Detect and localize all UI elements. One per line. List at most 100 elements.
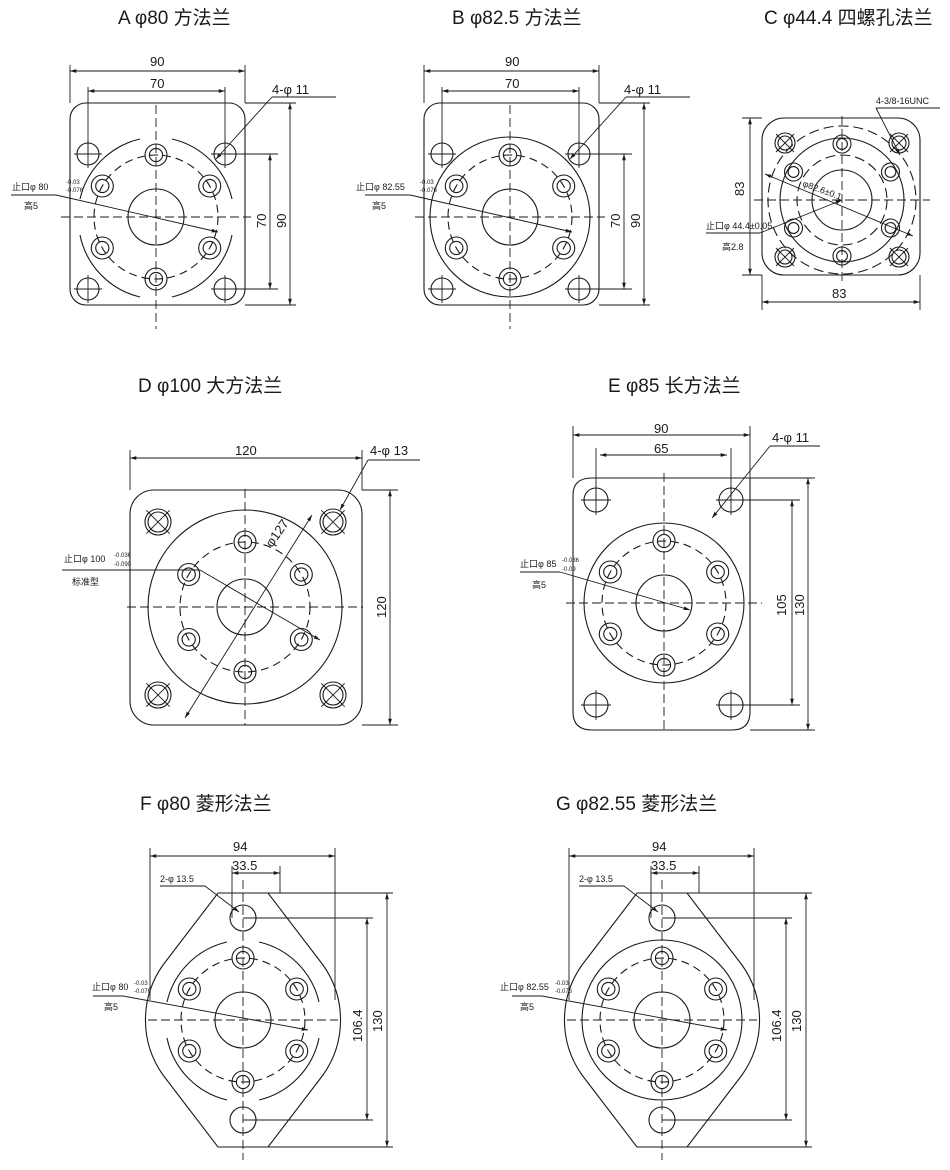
counterbore-inner <box>708 981 723 997</box>
hole-spec: 4-φ 11 <box>272 82 309 97</box>
dim-hole-distance: 106.4 <box>350 1009 365 1042</box>
dim-width-outer: 90 <box>150 54 164 69</box>
spigot-label: 止口φ 85 <box>520 558 556 569</box>
counterbore-hole <box>704 977 728 1001</box>
dim-width-outer: 94 <box>652 839 666 854</box>
counterbore-inner <box>182 981 197 997</box>
counterbore-inner <box>95 178 110 194</box>
dim-width-outer: 90 <box>654 421 668 436</box>
panel-title: G φ82.55 菱形法兰 <box>556 793 717 815</box>
counterbore-inner <box>603 564 618 580</box>
spigot-height: 高5 <box>104 1001 118 1012</box>
leader-line <box>541 995 728 1031</box>
dim-width-bolt: 70 <box>505 76 519 91</box>
counterbore-inner <box>294 632 309 647</box>
counterbore-inner <box>182 1043 197 1059</box>
flange-plate <box>69 102 246 306</box>
counterbore-hole <box>444 174 468 198</box>
counterbore-hole <box>285 977 309 1001</box>
leader-line <box>875 107 901 156</box>
counterbore-hole <box>177 977 201 1001</box>
counterbore-inner <box>710 564 725 580</box>
counterbore-inner <box>202 178 217 194</box>
counterbore-hole <box>706 560 730 584</box>
dim-height: 120 <box>374 596 389 618</box>
bolt-hole-inner <box>891 249 907 265</box>
spigot-height: 高5 <box>24 200 38 211</box>
counterbore-inner <box>289 1043 304 1059</box>
bolt-hole <box>144 508 172 536</box>
tolerance-lower: -0.076 <box>134 989 152 995</box>
counterbore-hole <box>704 1039 728 1063</box>
counterbore-inner <box>603 626 618 642</box>
hole-spec: 4-φ 11 <box>624 82 661 97</box>
spigot-height: 高5 <box>372 200 386 211</box>
dim-width-bolt: 70 <box>150 76 164 91</box>
hole-cross <box>889 247 909 267</box>
dim-width-outer: 94 <box>233 839 247 854</box>
panel-a: A φ80 方法兰 90 70 70 90 4-φ 11 止口φ 80 -0.0… <box>12 7 309 228</box>
spigot-type: 标准型 <box>72 576 99 587</box>
counterbore-hole <box>177 1039 201 1063</box>
hole-cross <box>320 509 346 535</box>
bolt-hole-inner <box>777 135 793 151</box>
bolt-hole <box>888 246 910 268</box>
dim-height-outer: 130 <box>789 1010 804 1032</box>
bolt-hole-inner <box>322 684 344 706</box>
counterbore-inner <box>787 222 800 234</box>
spigot-label: 止口φ 100 <box>64 553 105 564</box>
counterbore-inner <box>884 166 897 178</box>
panel-title: B φ82.5 方法兰 <box>452 7 582 29</box>
counterbore-hole <box>552 236 576 260</box>
tolerance-upper: -0.03 <box>66 180 80 186</box>
spigot-label: 止口φ 82.55 <box>356 181 405 192</box>
pcd-label: φ127 <box>262 516 292 549</box>
counterbore-hole <box>285 1039 309 1063</box>
dim-hole-offset: 33.5 <box>651 858 676 873</box>
tolerance-lower: -0.090 <box>114 562 132 568</box>
tolerance-upper: -0.036 <box>114 553 132 559</box>
bolt-hole <box>319 508 347 536</box>
counterbore-inner <box>202 240 217 256</box>
hole-spec: 2-φ 13.5 <box>160 874 194 884</box>
spigot-label: 止口φ 82.55 <box>500 981 549 992</box>
flange-plate <box>761 117 921 276</box>
panel-e: E φ85 长方法兰 90 65 105 130 4-φ 11 止口φ 85 -… <box>520 375 809 616</box>
counterbore-inner <box>787 166 800 178</box>
bolt-hole-inner <box>777 249 793 265</box>
hole-spec: 4-φ 11 <box>772 430 809 445</box>
bolt-hole-inner <box>322 511 344 533</box>
spigot-height: 高5 <box>532 579 546 590</box>
bolt-hole <box>319 681 347 709</box>
flange-plate <box>572 477 751 731</box>
spigot-height: 高5 <box>520 1001 534 1012</box>
dim-height-outer: 90 <box>274 214 289 228</box>
tolerance-lower: -0.076 <box>420 188 438 194</box>
tolerance-upper: -0.036 <box>562 558 580 564</box>
spigot-label: 止口φ 80 <box>92 981 128 992</box>
spigot-height: 高2.8 <box>722 241 744 252</box>
tolerance-lower: -0.076 <box>66 188 84 194</box>
pcd-dimension <box>184 514 313 719</box>
dim-height-bolt: 70 <box>608 214 623 228</box>
pcd-dimension <box>764 173 914 237</box>
bolt-hole-inner <box>147 511 169 533</box>
bolt-hole <box>774 246 796 268</box>
counterbore-inner <box>556 240 571 256</box>
leader-line <box>711 445 771 519</box>
flange-plate <box>423 102 600 306</box>
dim-hole-distance: 106.4 <box>769 1009 784 1042</box>
counterbore-hole <box>552 174 576 198</box>
dim-height: 83 <box>732 182 747 196</box>
leader-line <box>122 995 309 1031</box>
counterbore-inner <box>601 981 616 997</box>
tolerance-lower: -0.076 <box>555 989 573 995</box>
counterbore-inner <box>95 240 110 256</box>
counterbore-hole <box>596 1039 620 1063</box>
leader-line <box>569 96 627 160</box>
counterbore-hole <box>90 236 114 260</box>
panel-f: F φ80 菱形法兰 94 33.5 106.4 130 2-φ 13.5 止口… <box>92 793 385 1042</box>
tolerance-lower: -0.09 <box>562 567 576 573</box>
leader-line <box>215 96 273 160</box>
